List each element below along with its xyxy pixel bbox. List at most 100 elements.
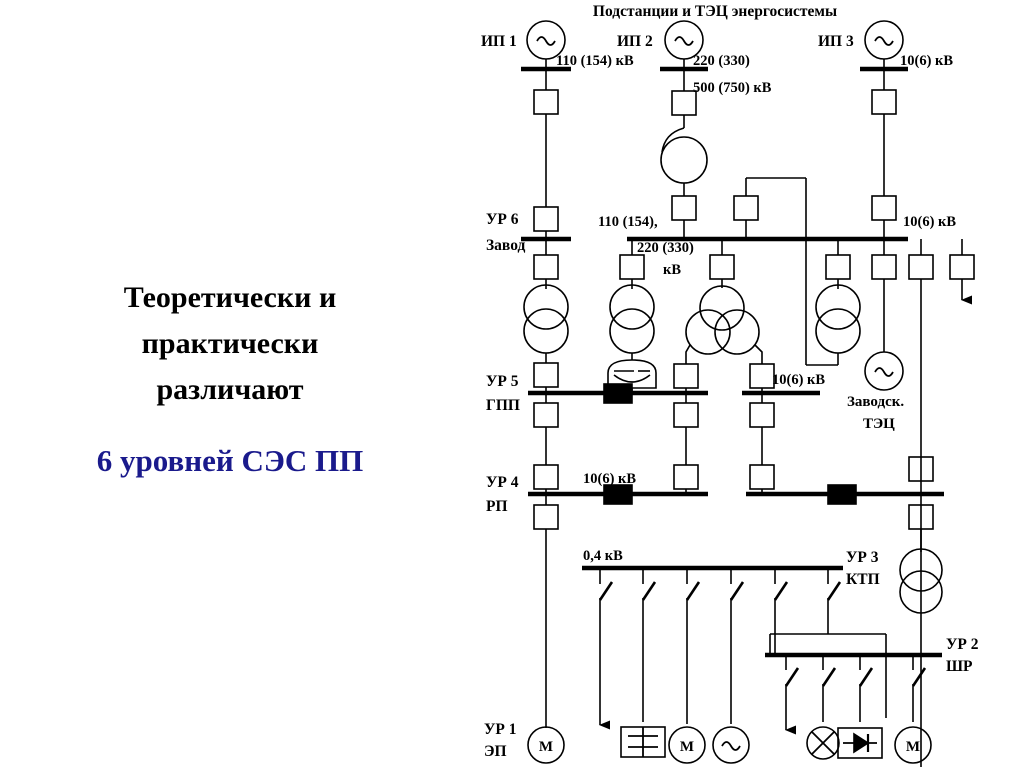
disconnector-switch-icon-s1	[784, 667, 800, 687]
circuit-breaker-icon-3w-right	[749, 363, 775, 389]
ac-generator-icon-chp	[864, 351, 904, 391]
line-3w-right-leg	[754, 344, 763, 364]
circuit-breaker-icon-l2	[533, 362, 559, 388]
source-label-ip1: ИП 1	[481, 33, 517, 50]
bus-section-breaker-icon-ur5	[603, 383, 633, 404]
level-sublabel-ur5: ГПП	[486, 397, 520, 414]
circuit-breaker-icon-tie	[733, 195, 759, 221]
bus-voltage-label-ur6-b: 220 (330)	[637, 240, 694, 256]
level-label-ur1: УР 1	[484, 721, 516, 738]
disconnector-switch-icon-f5	[773, 581, 789, 601]
source-label-ip3: ИП 3	[818, 33, 854, 50]
three-winding-transformer-icon-left	[685, 309, 731, 355]
level-sublabel-ur4: РП	[486, 498, 508, 515]
circuit-breaker-icon-ur6-left	[533, 206, 559, 232]
bus-voltage-label-ip3: 10(6) кВ	[900, 53, 953, 69]
circuit-breaker-icon-ip1	[533, 89, 559, 115]
circuit-breaker-icon-feeder-b	[949, 254, 975, 280]
circuit-breaker-icon-ip3	[871, 89, 897, 115]
three-winding-transformer-icon-top	[699, 285, 745, 331]
bus-voltage-label-ip2-b: 500 (750) кВ	[693, 80, 772, 96]
disconnector-switch-icon-f1	[598, 581, 614, 601]
bus-voltage-label-ur6-c: кВ	[663, 262, 681, 278]
circuit-breaker-icon-chp	[871, 254, 897, 280]
ur3-feeder-group	[598, 568, 887, 730]
chp-label-line-1: Заводск.	[847, 394, 904, 410]
circuit-breaker-icon-ur5-r	[749, 402, 775, 428]
ac-source-wave-ip2	[674, 36, 694, 46]
disconnector-switch-icon-f4	[729, 581, 745, 601]
ac-generator-icon-load	[712, 726, 750, 764]
level-label-ur2: УР 2	[946, 636, 979, 653]
left-text-panel: Теоретически и практически различают 6 у…	[0, 0, 460, 767]
circuit-breaker-icon-ur4-drop	[533, 504, 559, 530]
autotransformer-tail	[661, 127, 685, 153]
two-winding-transformer-icon-right-lower	[815, 308, 861, 354]
lead-text-line-3: различают	[156, 373, 304, 406]
bus-voltage-label-ur3: 0,4 кВ	[583, 548, 623, 564]
circuit-breaker-icon-autotr	[671, 195, 697, 221]
ur2-feeder-group	[784, 655, 927, 735]
bus-voltage-label-ip2-a: 220 (330)	[693, 53, 750, 69]
two-winding-transformer-icon-ktp-lower	[899, 570, 943, 614]
disconnector-switch-icon-s2	[821, 667, 837, 687]
rectifier-icon	[837, 727, 883, 759]
lamp-cross-2	[811, 731, 835, 755]
bus-voltage-label-ur5-right: 10(6) кВ	[772, 372, 825, 388]
circuit-breaker-icon-ur5-m	[673, 402, 699, 428]
ac-generator-wave-load	[721, 741, 741, 751]
two-winding-transformer-icon-left-lower	[523, 308, 569, 354]
bus-voltage-label-ur6-a: 110 (154),	[598, 214, 658, 230]
motor-label-2: М	[680, 739, 694, 755]
circuit-breaker-icon-3w	[709, 254, 735, 280]
bus-section-breaker-icon-ur4-left	[603, 484, 633, 505]
circuit-breaker-icon-ur6-right	[871, 195, 897, 221]
diagram-title: Подстанции и ТЭЦ энергосистемы	[593, 3, 837, 20]
level-label-ur3: УР 3	[846, 549, 879, 566]
source-label-ip2: ИП 2	[617, 33, 653, 50]
bus-section-breaker-icon-ur4-right	[827, 484, 857, 505]
lamp-icon	[806, 726, 840, 760]
bus-voltage-label-ur4: 10(6) кВ	[583, 471, 636, 487]
bus-voltage-label-ip1: 110 (154) кВ	[556, 53, 634, 69]
circuit-breaker-icon-ur4-m	[673, 464, 699, 490]
line-3w-left-leg	[685, 344, 691, 364]
disconnector-switch-icon-f6	[826, 581, 842, 601]
level-sublabel-ur2: ШР	[946, 658, 973, 675]
two-winding-transformer-icon-mid-upper	[609, 284, 655, 330]
motor-icon-2	[668, 726, 706, 764]
autotransformer-icon	[660, 136, 708, 184]
level-label-ur6: УР 6	[486, 211, 519, 228]
lead-text-line-1: Теоретически и	[123, 281, 337, 314]
two-winding-transformer-icon-mid-lower	[609, 308, 655, 354]
reactor-icon	[607, 359, 657, 389]
disconnector-switch-icon-f2	[641, 581, 657, 601]
level-label-ur5: УР 5	[486, 373, 519, 390]
levels-headline: 6 уровней СЭС ПП	[96, 443, 364, 478]
circuit-breaker-icon-r1	[825, 254, 851, 280]
motor-label-3: М	[906, 739, 920, 755]
three-winding-transformer-icon-right	[714, 309, 760, 355]
bus-voltage-label-ur6-right: 10(6) кВ	[903, 214, 956, 230]
level-label-ur4: УР 4	[486, 474, 519, 491]
ac-source-wave-ip3	[874, 36, 894, 46]
circuit-breaker-icon-ur4-l	[533, 464, 559, 490]
ac-source-wave-ip1	[536, 36, 556, 46]
reactor-arc	[613, 374, 651, 383]
circuit-breaker-icon-feeder-a	[908, 254, 934, 280]
circuit-breaker-icon-l1	[533, 254, 559, 280]
two-winding-transformer-icon-left-upper	[523, 284, 569, 330]
circuit-breaker-icon-m1	[619, 254, 645, 280]
disconnector-switch-icon-s4	[911, 667, 927, 687]
circuit-breaker-icon-ktp-upper	[908, 456, 934, 482]
circuit-breaker-icon-3w-left	[673, 363, 699, 389]
disconnector-switch-icon-s3	[858, 667, 874, 687]
level-sublabel-ur6: Завод	[486, 237, 525, 254]
chp-label-line-2: ТЭЦ	[863, 416, 895, 432]
two-winding-transformer-icon-ktp-upper	[899, 548, 943, 592]
motor-label-1: М	[539, 739, 553, 755]
two-winding-transformer-icon-right-upper	[815, 284, 861, 330]
level-sublabel-ur1: ЭП	[484, 743, 507, 760]
